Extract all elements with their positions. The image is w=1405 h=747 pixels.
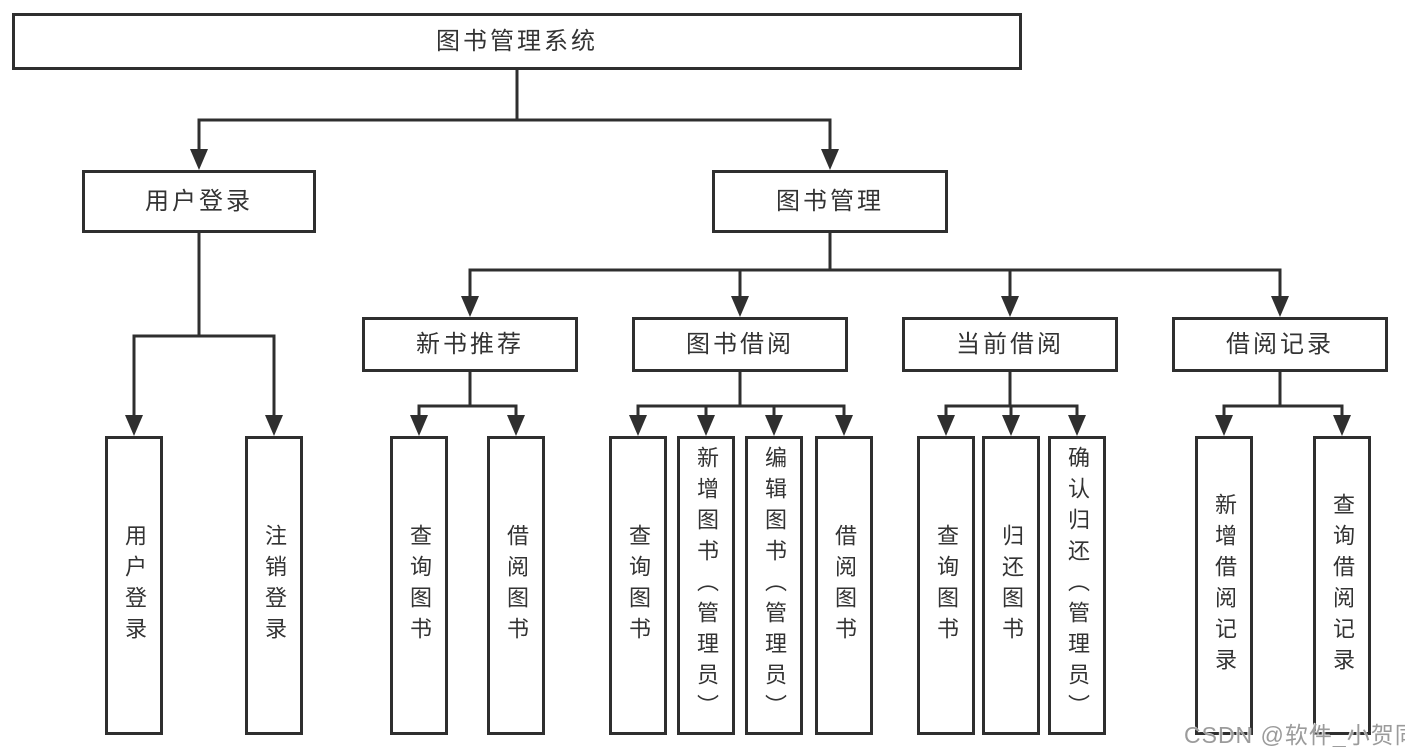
leaf-query-books-recommend: 查询图书 [390,436,448,735]
leaf-add-book-admin-label: 新增图书（管理员） [694,446,719,725]
leaf-query-borrow-record: 查询借阅记录 [1313,436,1371,735]
node-new-book-recommend: 新书推荐 [362,317,578,372]
connector-arrowheads [125,149,1351,436]
leaf-borrow-books-recommend-label: 借阅图书 [504,523,529,648]
leaf-return-book-label: 归还图书 [999,523,1024,648]
leaf-add-borrow-record-label: 新增借阅记录 [1212,492,1237,679]
leaf-add-borrow-record: 新增借阅记录 [1195,436,1253,735]
leaf-logout-login-label: 注销登录 [262,523,287,648]
leaf-borrow-books-recommend: 借阅图书 [487,436,545,735]
node-book-borrow: 图书借阅 [632,317,848,372]
node-borrow-records: 借阅记录 [1172,317,1388,372]
leaf-add-book-admin: 新增图书（管理员） [677,436,735,735]
leaf-logout-login: 注销登录 [245,436,303,735]
node-book-management-system: 图书管理系统 [12,13,1022,70]
node-book-management: 图书管理 [712,170,948,233]
leaf-confirm-return-admin: 确认归还（管理员） [1048,436,1106,735]
leaf-return-book: 归还图书 [982,436,1040,735]
connector-strokes [132,70,1344,418]
leaf-edit-book-admin-label: 编辑图书（管理员） [762,446,787,725]
leaf-borrow-books-borrow: 借阅图书 [815,436,873,735]
leaf-user-login-label: 用户登录 [122,523,147,648]
leaf-query-books-borrow-label: 查询图书 [626,523,651,648]
csdn-watermark: CSDN @软件_小贺同学 [1184,722,1405,747]
leaf-query-books-borrow: 查询图书 [609,436,667,735]
leaf-edit-book-admin: 编辑图书（管理员） [745,436,803,735]
leaf-query-books-recommend-label: 查询图书 [407,523,432,648]
node-user-login: 用户登录 [82,170,316,233]
leaf-confirm-return-admin-label: 确认归还（管理员） [1065,446,1090,725]
node-current-borrow: 当前借阅 [902,317,1118,372]
leaf-borrow-books-borrow-label: 借阅图书 [832,523,857,648]
leaf-query-books-current-label: 查询图书 [934,523,959,648]
leaf-query-borrow-record-label: 查询借阅记录 [1330,492,1355,679]
leaf-query-books-current: 查询图书 [917,436,975,735]
leaf-user-login: 用户登录 [105,436,163,735]
